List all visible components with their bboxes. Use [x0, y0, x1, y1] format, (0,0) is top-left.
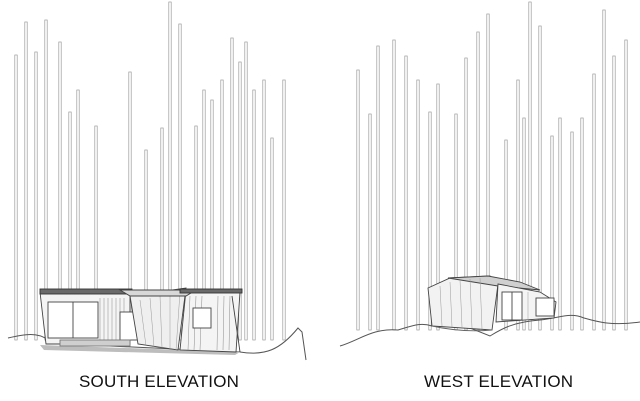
tree-trunk	[522, 117, 526, 331]
tree-trunk	[404, 55, 408, 331]
tree-trunk	[14, 54, 18, 341]
tree-trunk	[368, 113, 372, 331]
south-cabin	[39, 287, 243, 353]
tree-trunk	[416, 79, 420, 331]
tree-trunk	[592, 73, 596, 331]
tree-trunk	[282, 79, 286, 341]
tree-trunk	[436, 83, 440, 331]
west-terrain	[339, 314, 640, 347]
tree-trunk	[356, 69, 360, 331]
tree-trunk	[504, 139, 508, 331]
tree-trunk	[476, 31, 480, 331]
tree-trunk	[516, 79, 520, 331]
tree-trunk	[464, 57, 468, 331]
tree-trunk	[624, 39, 628, 331]
tree-trunk	[34, 51, 38, 341]
west-trees	[356, 1, 628, 331]
tree-trunk	[24, 21, 28, 341]
tree-trunk	[178, 23, 182, 341]
tree-trunk	[428, 111, 432, 331]
tree-trunk	[244, 41, 248, 341]
tree-trunk	[376, 45, 380, 331]
tree-trunk	[238, 61, 242, 341]
south-terrain-shadow	[40, 345, 240, 355]
tree-trunk	[558, 117, 562, 331]
tree-trunk	[262, 79, 266, 341]
tree-trunk	[270, 137, 274, 341]
west-cabin	[427, 275, 557, 332]
tree-trunk	[392, 39, 396, 331]
west-elevation	[339, 1, 640, 347]
tree-trunk	[602, 9, 606, 331]
tree-trunk	[612, 55, 616, 331]
tree-trunk	[528, 1, 532, 331]
west-elevation-caption: WEST ELEVATION	[424, 372, 574, 391]
south-trees	[14, 1, 286, 341]
tree-trunk	[550, 135, 554, 331]
tree-trunk	[538, 25, 542, 331]
tree-trunk	[252, 89, 256, 341]
south-terrain	[7, 327, 307, 361]
tree-trunk	[168, 1, 172, 341]
tree-trunk	[580, 117, 584, 331]
tree-trunk	[570, 131, 574, 331]
south-elevation-caption: SOUTH ELEVATION	[79, 372, 240, 391]
south-elevation	[7, 1, 307, 361]
